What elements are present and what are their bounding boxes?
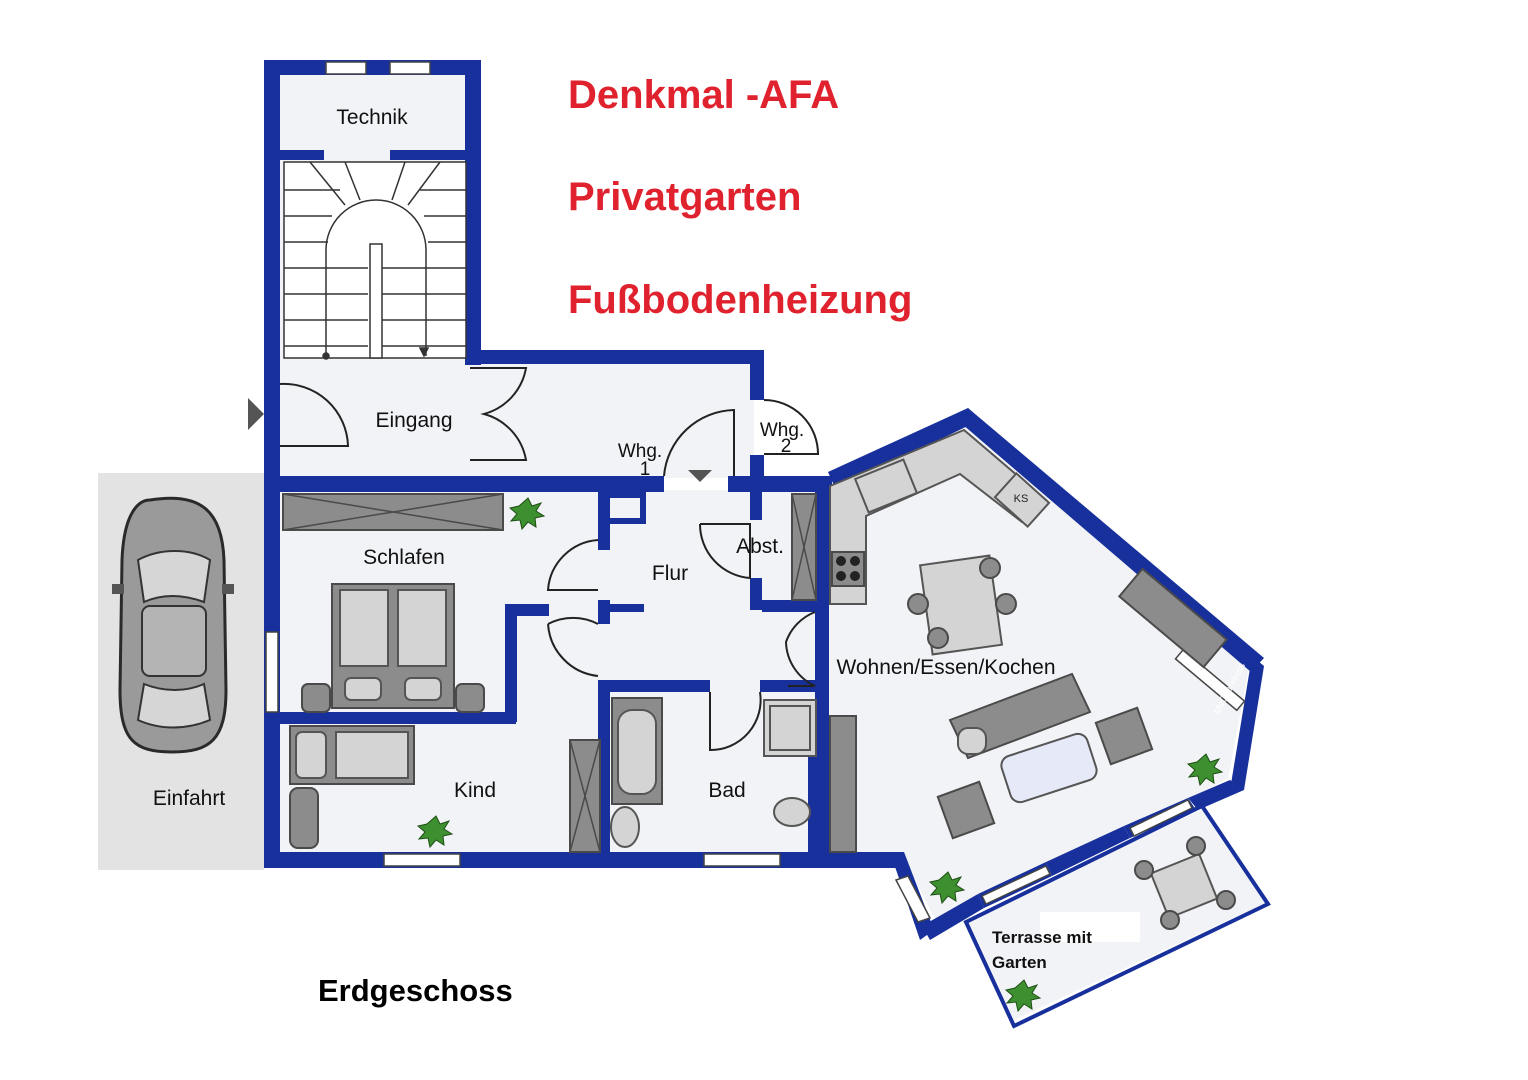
plant-icons [416,497,1224,1013]
room-label-terrasse-line2: Garten [992,953,1047,972]
plant-icon [416,815,454,849]
room-label-whg1-number: 1 [640,459,651,480]
terrace-label-box [1040,912,1140,942]
car-icon [112,496,234,754]
room-label-bad: Bad [708,779,745,802]
room-label-flur: Flur [652,562,688,585]
furniture [282,428,1236,930]
room-label-eingang: Eingang [375,409,452,432]
plant-icon [1186,753,1224,787]
room-label-kind: Kind [454,779,496,802]
plant-icon [928,871,966,905]
feature-denkmal: Denkmal -AFA [568,73,839,117]
entrance-arrow-icon [248,398,264,430]
label-ks: KS [1014,493,1029,505]
room-label-einfahrt: Einfahrt [153,787,226,810]
staircase [283,161,467,360]
room-label-whg1: Whg. [618,441,662,462]
windows [265,61,1246,923]
doors [248,367,820,752]
room-label-abst: Abst. [736,535,784,558]
whg1-arrow-icon [688,470,712,482]
room-label-whg2: Whg. [760,420,804,441]
room-label-wohnen: Wohnen/Essen/Kochen [836,656,1055,679]
room-label-technik: Technik [336,106,408,129]
room-label-schlafen: Schlafen [363,546,445,569]
floor-title: Erdgeschoss [318,973,513,1008]
plant-icon [1004,979,1042,1013]
terrace-outline [963,803,1271,1029]
plant-icon [508,497,546,531]
feature-fussbodenheizung: Fußbodenheizung [568,278,912,322]
room-label-whg2-number: 2 [781,436,792,457]
room-label-terrasse-line1: Terrasse mit [992,928,1092,947]
feature-privatgarten: Privatgarten [568,175,801,219]
